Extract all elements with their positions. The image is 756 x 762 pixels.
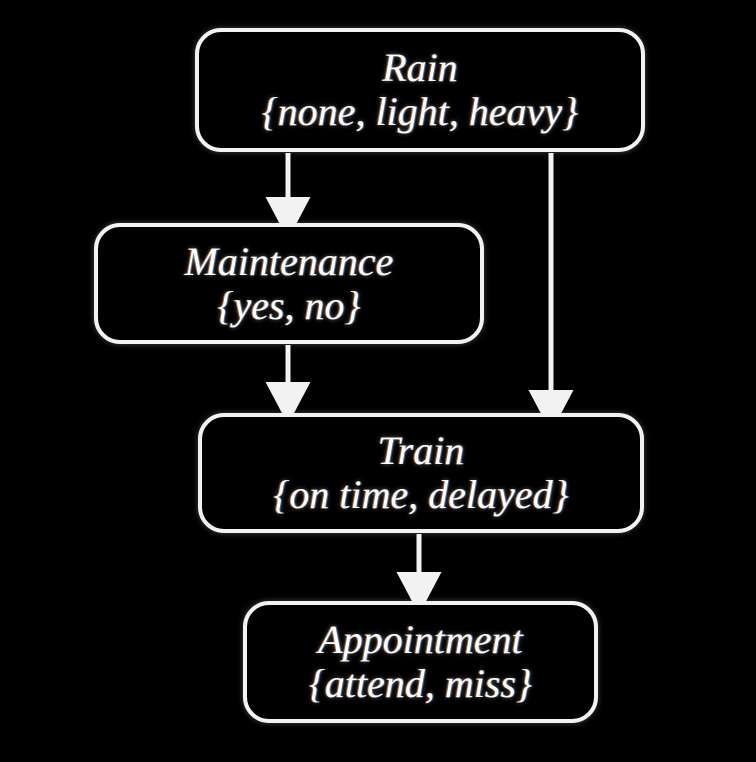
node-train-label: Train — [377, 428, 465, 473]
node-appointment-label: Appointment — [318, 617, 523, 662]
node-maintenance[interactable]: Maintenance {yes, no} — [94, 223, 484, 344]
node-rain[interactable]: Rain {none, light, heavy} — [195, 28, 645, 152]
node-train-states: {on time, delayed} — [273, 472, 569, 517]
node-maintenance-states: {yes, no} — [217, 282, 361, 328]
node-rain-states: {none, light, heavy} — [261, 89, 579, 134]
node-appointment[interactable]: Appointment {attend, miss} — [243, 601, 598, 723]
node-maintenance-label: Maintenance — [184, 238, 394, 284]
node-appointment-states: {attend, miss} — [308, 661, 533, 706]
node-train[interactable]: Train {on time, delayed} — [198, 413, 644, 533]
node-rain-label: Rain — [382, 45, 458, 90]
